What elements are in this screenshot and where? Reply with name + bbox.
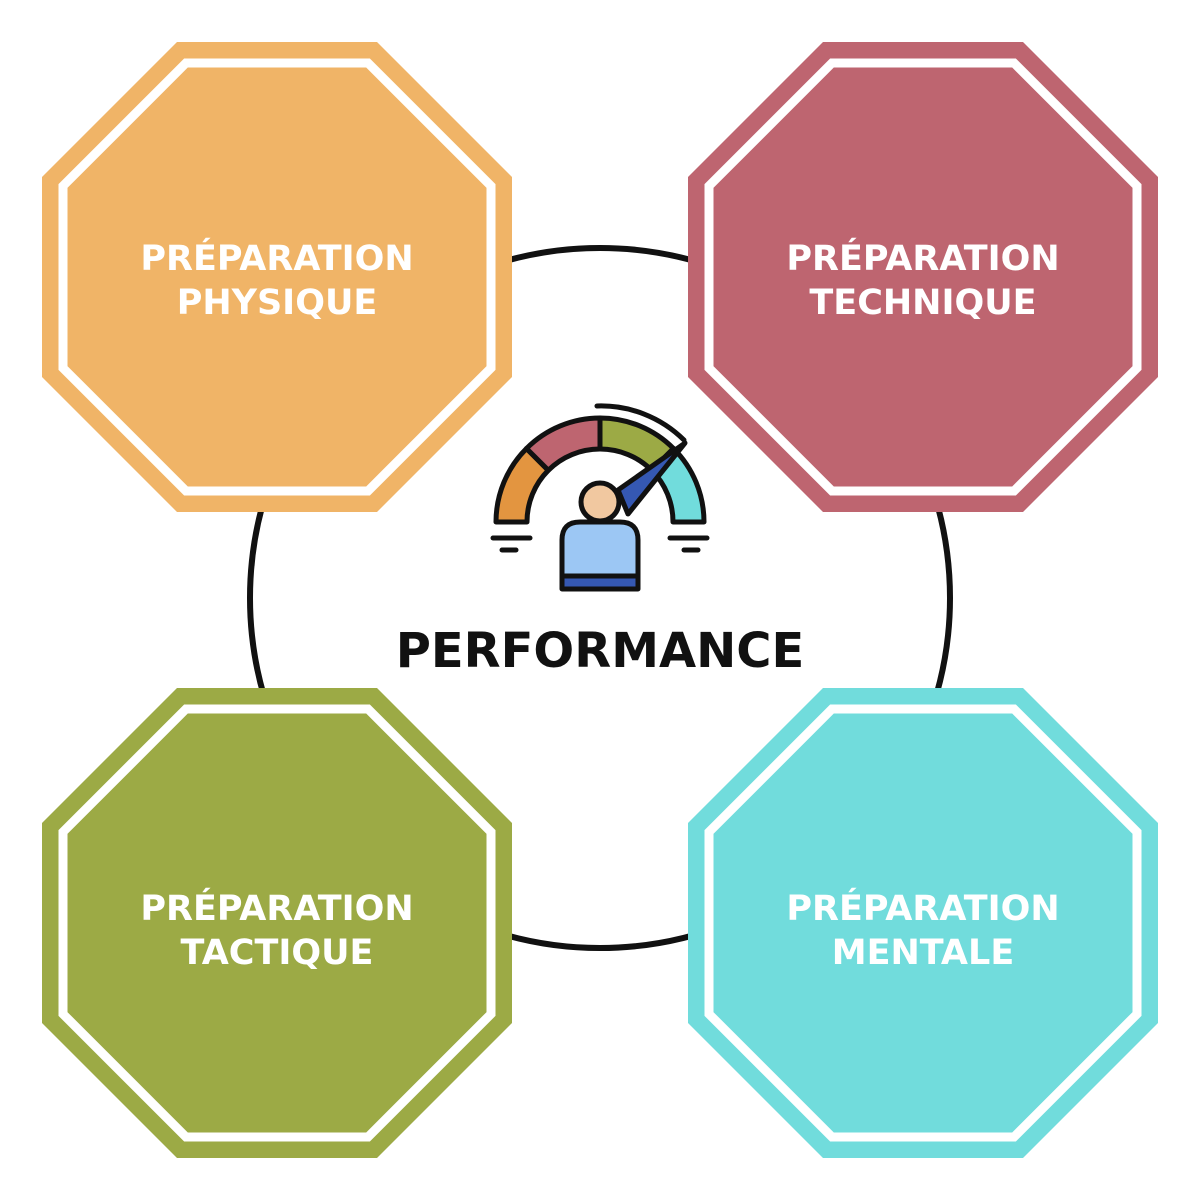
octagon-mentale: [688, 688, 1158, 1158]
physique-label-line2: PHYSIQUE: [177, 283, 378, 323]
performance-gauge-person-icon: [490, 403, 710, 592]
center-title: PERFORMANCE: [396, 623, 805, 679]
technique-label-line2: TECHNIQUE: [809, 283, 1036, 323]
octagon-technique-border: [704, 58, 1142, 496]
octagon-tactique-border: [58, 704, 496, 1142]
tactique-label-line1: PRÉPARATION: [140, 887, 413, 929]
block-physique: PRÉPARATION PHYSIQUE: [42, 42, 512, 512]
octagon-physique-border: [58, 58, 496, 496]
block-tactique: PRÉPARATION TACTIQUE: [42, 688, 512, 1158]
mentale-label-line1: PRÉPARATION: [786, 887, 1059, 929]
tactique-label-line2: TACTIQUE: [181, 933, 374, 973]
octagon-mentale-border: [704, 704, 1142, 1142]
block-mentale: PRÉPARATION MENTALE: [688, 688, 1158, 1158]
octagon-physique: [42, 42, 512, 512]
block-technique: PRÉPARATION TECHNIQUE: [688, 42, 1158, 512]
technique-label-line1: PRÉPARATION: [786, 237, 1059, 279]
physique-label-line1: PRÉPARATION: [140, 237, 413, 279]
center-ring: [247, 245, 953, 951]
octagon-technique: [688, 42, 1158, 512]
octagon-tactique: [42, 688, 512, 1158]
mentale-label-line2: MENTALE: [832, 933, 1015, 973]
